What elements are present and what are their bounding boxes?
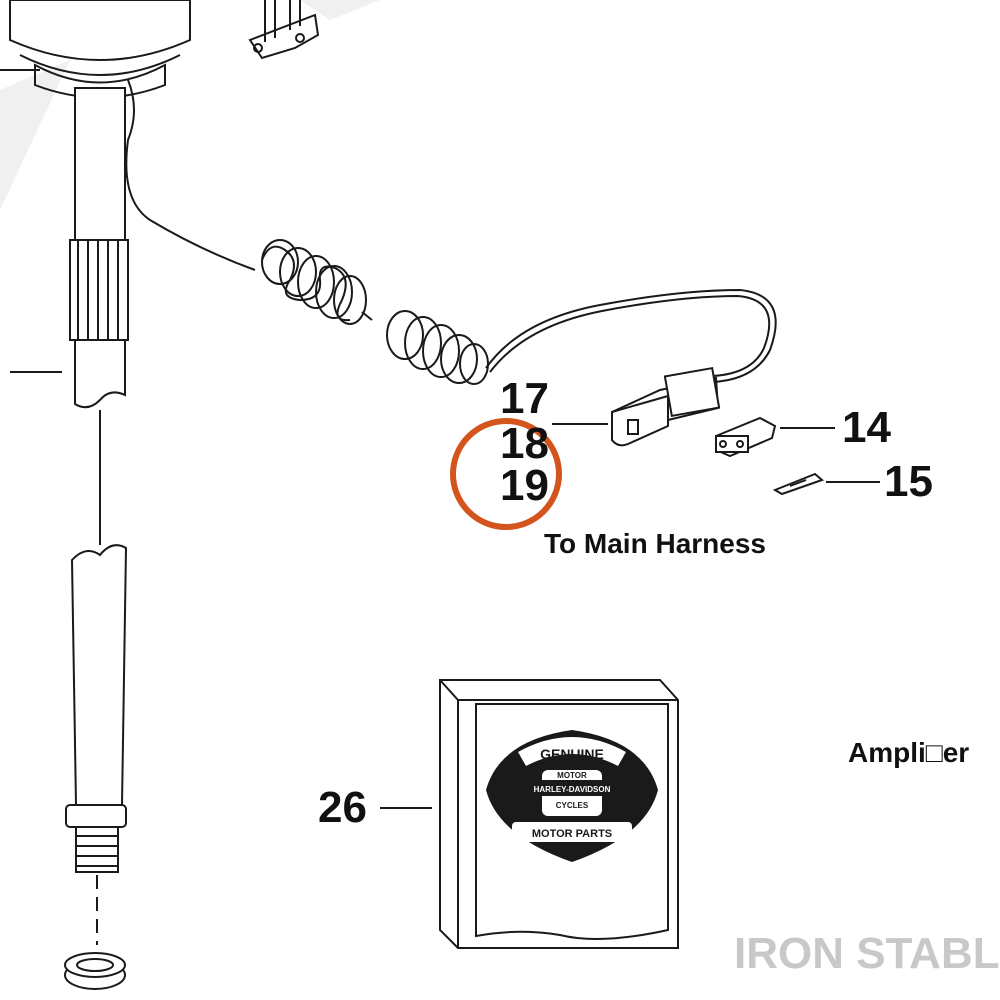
logo-cycles-text: CYCLES xyxy=(556,801,589,810)
genuine-motor-parts-logo: GENUINE MOTOR HARLEY-DAVIDSON CYCLES MOT… xyxy=(486,730,658,862)
callout-19: 19 xyxy=(500,461,549,510)
coiled-cable xyxy=(125,79,777,385)
logo-motor-parts-text: MOTOR PARTS xyxy=(532,828,612,840)
callout-18: 18 xyxy=(500,419,549,468)
background-watermark-shape xyxy=(0,60,70,210)
highlight-circle xyxy=(450,418,562,530)
callout-26: 26 xyxy=(318,783,367,832)
logo-harley-text: HARLEY-DAVIDSON xyxy=(534,785,611,794)
amplifier-label: Ampli□er xyxy=(848,737,969,768)
callout-14: 14 xyxy=(842,403,891,452)
terminal-14 xyxy=(715,416,777,458)
background-watermark-shape-2 xyxy=(300,0,380,20)
terminal-pin-15 xyxy=(772,472,824,496)
mount-bracket xyxy=(248,0,320,60)
iron-stable-watermark: IRON STABLE xyxy=(734,929,1000,978)
logo-motor-text: MOTOR xyxy=(557,771,587,780)
antenna-mount-base xyxy=(0,0,191,99)
antenna-mast-upper xyxy=(10,87,129,409)
connector-housing xyxy=(610,366,721,447)
logo-genuine-text: GENUINE xyxy=(540,746,604,762)
callout-17: 17 xyxy=(500,374,549,423)
leader-lines xyxy=(380,423,880,809)
callout-15: 15 xyxy=(884,457,933,506)
to-main-harness-label: To Main Harness xyxy=(544,528,766,559)
antenna-mast-lower xyxy=(65,544,128,873)
ferrule-nut xyxy=(64,952,126,990)
